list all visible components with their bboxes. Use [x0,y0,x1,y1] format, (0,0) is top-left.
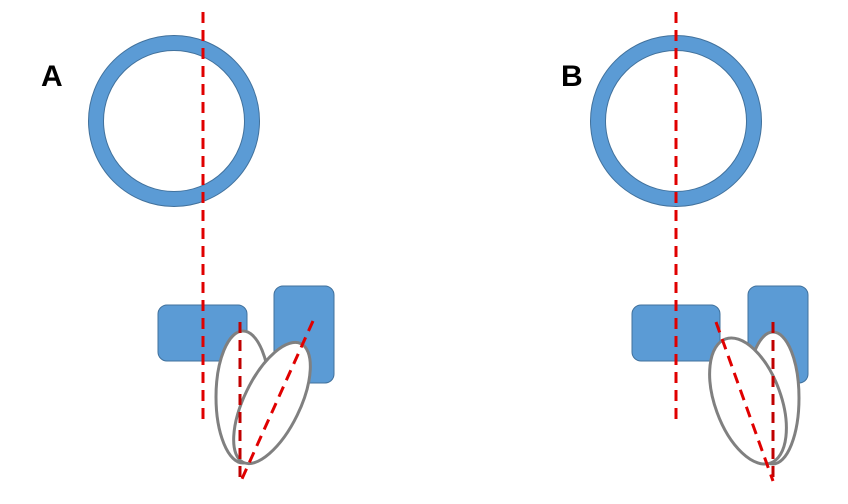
ring-a-inner-edge [103,50,245,192]
ellipse-axis-tilted-a [239,320,315,482]
panel-label-b: B [561,60,583,93]
ellipse-tilted-b [708,336,788,466]
panel-a: A [41,12,335,482]
ellipse-axis-tilted-b [714,321,775,482]
panel-label-a: A [41,60,63,93]
ring-a [88,35,260,207]
panel-b: B [561,12,809,482]
block-left-b [631,304,721,362]
ring-a-outer-edge [88,35,260,207]
